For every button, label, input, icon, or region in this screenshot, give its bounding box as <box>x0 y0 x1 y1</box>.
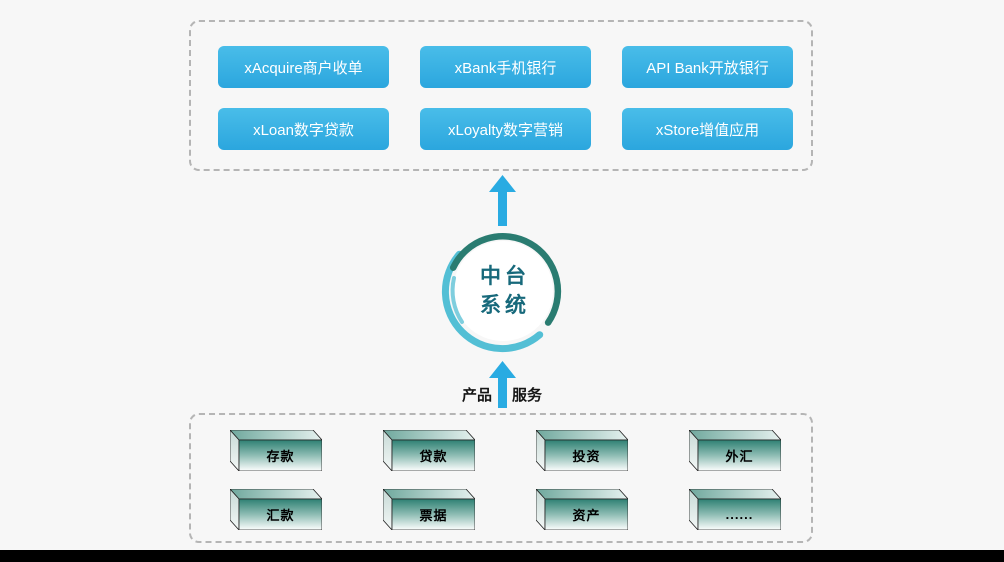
arrow-up-icon <box>489 361 516 408</box>
app-button-xbank[interactable]: xBank手机银行 <box>420 46 591 88</box>
arrow-up-icon <box>489 175 516 226</box>
bottom-bar <box>0 550 1004 562</box>
apps-panel: xAcquire商户收单 xBank手机银行 API Bank开放银行 xLoa… <box>189 20 813 171</box>
service-box-label: 资产 <box>572 508 601 523</box>
cuboid-icon <box>230 430 322 471</box>
hub-ring-icon <box>441 233 562 353</box>
flow-label-service: 服务 <box>512 387 543 404</box>
service-box-deposit: 存款 <box>230 430 322 471</box>
app-button-api-bank[interactable]: API Bank开放银行 <box>622 46 793 88</box>
service-box-loan: 贷款 <box>383 430 475 471</box>
hub-title-line2: 系统 <box>480 294 530 317</box>
cuboid-icon <box>689 489 781 530</box>
service-box-label: 汇款 <box>266 508 295 523</box>
service-box-more: ...... <box>689 489 781 530</box>
service-box-invest: 投资 <box>536 430 628 471</box>
app-button-xacquire[interactable]: xAcquire商户收单 <box>218 46 389 88</box>
cuboid-icon <box>383 489 475 530</box>
cuboid-icon <box>536 430 628 471</box>
services-panel: 存款 贷款 投资 外汇 <box>189 413 813 543</box>
app-button-xloan[interactable]: xLoan数字贷款 <box>218 108 389 150</box>
app-button-xstore[interactable]: xStore增值应用 <box>622 108 793 150</box>
hub-middle-platform: 中台 系统 <box>438 226 568 356</box>
cuboid-icon <box>230 489 322 530</box>
cuboid-icon <box>383 430 475 471</box>
service-box-label: 外汇 <box>725 449 754 464</box>
cuboid-icon <box>536 489 628 530</box>
service-box-label: 投资 <box>572 449 601 464</box>
service-box-label: 贷款 <box>419 449 448 464</box>
service-box-asset: 资产 <box>536 489 628 530</box>
service-box-label: 存款 <box>266 449 295 464</box>
flow-label-product: 产品 <box>461 387 492 404</box>
service-box-label: 票据 <box>419 508 448 523</box>
service-box-remit: 汇款 <box>230 489 322 530</box>
service-box-label: ...... <box>725 507 754 522</box>
hub-title: 中台 系统 <box>438 226 568 356</box>
service-box-bill: 票据 <box>383 489 475 530</box>
cuboid-icon <box>689 430 781 471</box>
app-button-xloyalty[interactable]: xLoyalty数字营销 <box>420 108 591 150</box>
service-box-forex: 外汇 <box>689 430 781 471</box>
hub-title-line1: 中台 <box>480 265 530 288</box>
